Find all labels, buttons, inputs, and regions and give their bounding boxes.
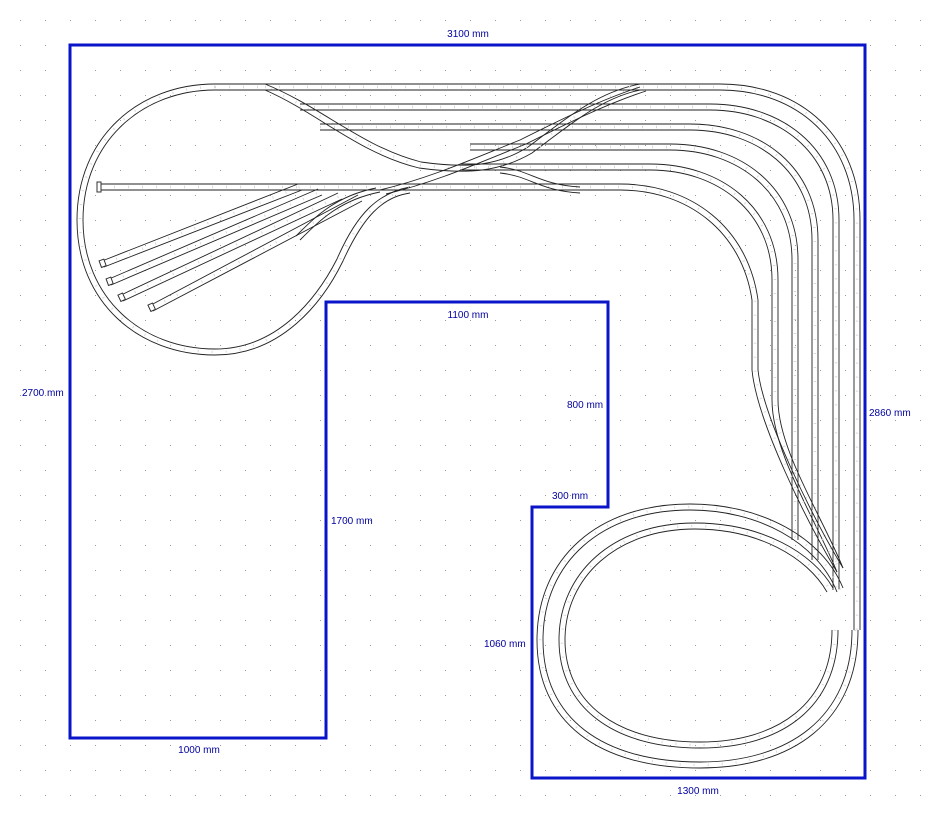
dim-inner-right: 800 mm: [567, 400, 603, 411]
buffer-stop-main: [96, 181, 102, 193]
dim-loop-side: 1060 mm: [484, 639, 526, 650]
buffer-stop-4: [147, 302, 157, 313]
dim-step-width: 300 mm: [552, 491, 588, 502]
buffer-stop-2: [105, 276, 114, 287]
dim-left-height: 2700 mm: [22, 388, 64, 399]
crossover-track[interactable]: [379, 86, 647, 195]
grid-dots: [20, 20, 921, 796]
inner-oval-track[interactable]: [558, 522, 839, 749]
loop-connection-track[interactable]: [215, 83, 641, 172]
main-lines[interactable]: [100, 83, 861, 630]
dim-bottom-left: 1000 mm: [178, 745, 220, 756]
dim-right-height: 2860 mm: [869, 408, 911, 419]
dim-bottom-right: 1300 mm: [677, 786, 719, 797]
track-layout[interactable]: [76, 83, 861, 769]
reverse-loop-track[interactable]: [76, 83, 411, 356]
buffer-stop-1: [98, 258, 107, 269]
dim-inner-left: 1700 mm: [331, 516, 373, 527]
outer-oval-track[interactable]: [536, 503, 859, 769]
yard-sidings[interactable]: [96, 181, 381, 313]
baseboard-outline: [68, 43, 867, 780]
dim-top-width: 3100 mm: [447, 29, 489, 40]
dim-inner-top: 1100 mm: [448, 310, 489, 321]
buffer-stop-3: [117, 292, 127, 303]
